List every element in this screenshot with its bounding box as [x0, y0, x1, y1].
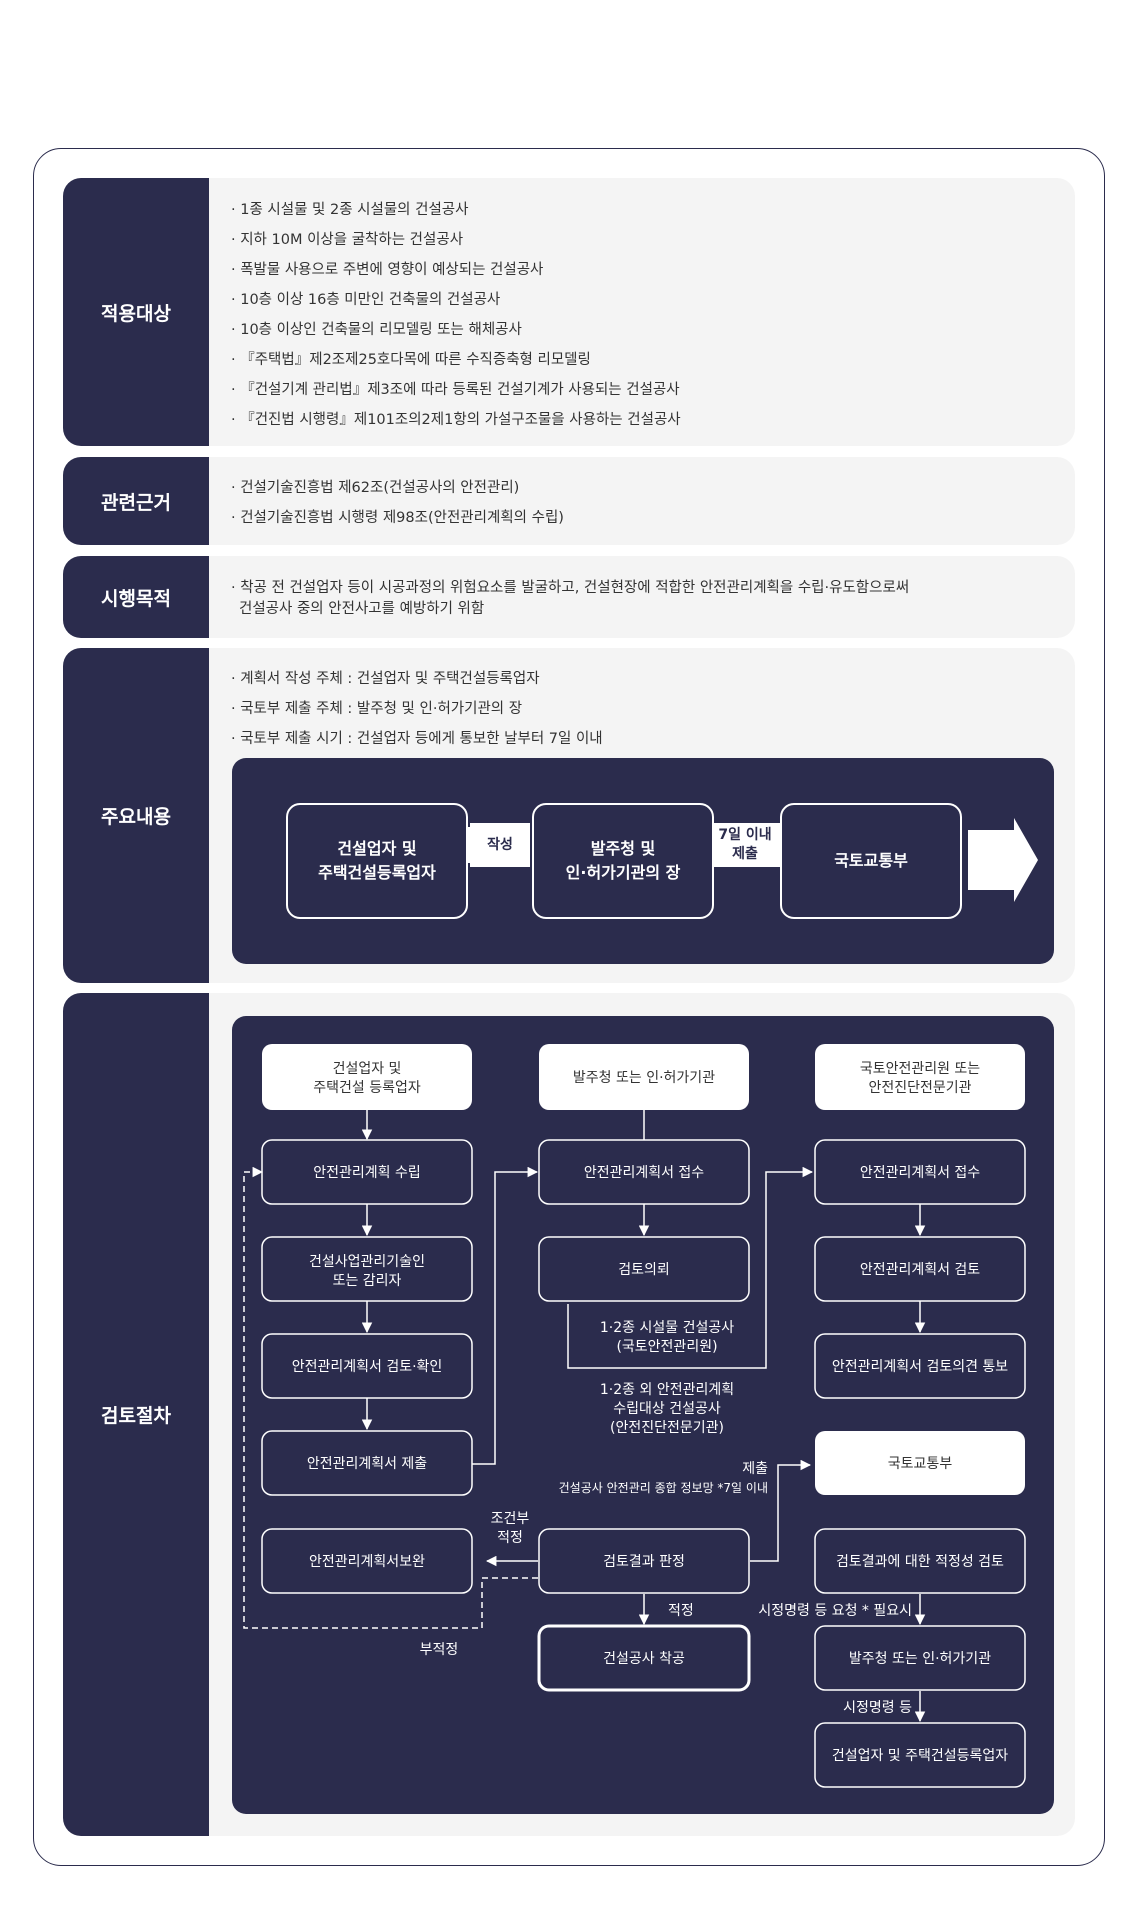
list-item: · 1종 시설물 및 2종 시설물의 건설공사 [231, 202, 469, 218]
label-conditional-l1: 조건부 [491, 1511, 530, 1527]
label-route-2-l2: 수립대상 건설공사 [613, 1401, 721, 1417]
label-proper: 적정 [668, 1603, 694, 1619]
section-basis: 관련근거 · 건설기술진흥법 제62조(건설공사의 안전관리) · 건설기술진흥… [63, 457, 1075, 545]
flow-big-arrow-icon [968, 818, 1038, 902]
section-target: 적용대상 · 1종 시설물 및 2종 시설물의 건설공사 · 지하 10M 이상… [63, 178, 1075, 446]
connectors [243, 1110, 926, 1723]
section-content-title: 주요내용 [63, 648, 209, 983]
page-frame [33, 148, 1105, 1866]
box-adequacy-review: 검토결과에 대한 적정성 검토 [836, 1554, 1004, 1570]
list-item: · 계획서 작성 주체 : 건설업자 및 주택건설등록업자 [231, 671, 540, 687]
label-order-request: 시정명령 등 요청 * 필요시 [758, 1603, 912, 1619]
box-inspector-header-l1: 국토안전관리원 또는 [860, 1061, 980, 1077]
list-item: · 10층 이상 16층 미만인 건축물의 건설공사 [231, 292, 501, 308]
section-purpose-body: · 착공 전 건설업자 등이 시공과정의 위험요소를 발굴하고, 건설현장에 적… [231, 556, 1055, 638]
section-basis-title: 관련근거 [63, 457, 209, 545]
list-item: · 『건설기계 관리법』제3조에 따라 등록된 건설기계가 사용되는 건설공사 [231, 382, 680, 398]
box-plan-supplement: 안전관리계획서보완 [309, 1554, 425, 1570]
flow-box-ministry-label: 국토교통부 [834, 851, 908, 870]
box-plan-submit: 안전관리계획서 제출 [307, 1456, 427, 1472]
flow-box-orderer-line-2: 인·허가기관의 장 [565, 863, 681, 882]
list-item: · 국토부 제출 주체 : 발주청 및 인·허가기관의 장 [231, 701, 523, 717]
box-plan-review-confirm: 안전관리계획서 검토·확인 [292, 1359, 443, 1375]
box-orderer-2: 발주청 또는 인·허가기관 [849, 1651, 991, 1667]
review-flow-panel: 건설업자 및 주택건설 등록업자 발주청 또는 인·허가기관 국토안전관리원 또… [232, 1016, 1054, 1814]
list-item: · 건설기술진흥법 제62조(건설공사의 안전관리) [231, 480, 520, 496]
box-plan-review: 안전관리계획서 검토 [860, 1262, 980, 1278]
section-review-title: 검토절차 [63, 993, 209, 1836]
review-boxes [261, 1044, 1026, 1788]
section-content-list: · 계획서 작성 주체 : 건설업자 및 주택건설등록업자 · 국토부 제출 주… [231, 648, 1055, 983]
box-contractor-header-l2: 주택건설 등록업자 [313, 1080, 421, 1096]
flow-box-orderer-line-1: 발주청 및 [590, 839, 656, 858]
flow-arrow-submit-label-1: 7일 이내 [718, 827, 772, 843]
label-route-1-l2: (국토안전관리원) [616, 1339, 717, 1355]
label-submit-note: 건설공사 안전관리 종합 정보망 *7일 이내 [559, 1481, 768, 1495]
label-improper: 부적정 [420, 1642, 459, 1658]
list-item: · 지하 10M 이상을 굴착하는 건설공사 [231, 232, 464, 248]
label-submit: 제출 [742, 1461, 768, 1477]
purpose-line-1: · 착공 전 건설업자 등이 시공과정의 위험요소를 발굴하고, 건설현장에 적… [231, 580, 910, 596]
section-target-title: 적용대상 [63, 178, 209, 446]
box-supervisor-l2: 또는 감리자 [333, 1273, 402, 1289]
box-inspector-header-l2: 안전진단전문기관 [868, 1080, 971, 1096]
box-review-notice: 안전관리계획서 검토의견 통보 [832, 1359, 1008, 1375]
flow-box-ministry: 국토교통부 [780, 803, 962, 919]
section-purpose: 시행목적 · 착공 전 건설업자 등이 시공과정의 위험요소를 발굴하고, 건설… [63, 556, 1075, 638]
list-item: · 『건진법 시행령』제101조의2제1항의 가설구조물을 사용하는 건설공사 [231, 412, 681, 428]
box-review-request: 검토의뢰 [618, 1262, 670, 1278]
section-purpose-title: 시행목적 [63, 556, 209, 638]
box-plan-receive: 안전관리계획서 접수 [584, 1165, 704, 1181]
box-ministry: 국토교통부 [888, 1456, 953, 1472]
flow-arrow-submit-label-2: 제출 [732, 846, 758, 862]
section-basis-list: · 건설기술진흥법 제62조(건설공사의 안전관리) · 건설기술진흥법 시행령… [231, 457, 1055, 545]
list-item: · 10층 이상인 건축물의 리모델링 또는 해체공사 [231, 322, 522, 338]
box-construction-start: 건설공사 착공 [603, 1651, 685, 1667]
section-target-list: · 1종 시설물 및 2종 시설물의 건설공사 · 지하 10M 이상을 굴착하… [231, 178, 1055, 446]
label-route-1-l1: 1·2종 시설물 건설공사 [600, 1320, 734, 1336]
list-item: · 폭발물 사용으로 주변에 영향이 예상되는 건설공사 [231, 262, 544, 278]
purpose-text: · 착공 전 건설업자 등이 시공과정의 위험요소를 발굴하고, 건설현장에 적… [231, 578, 909, 620]
box-contractor-2: 건설업자 및 주택건설등록업자 [832, 1748, 1008, 1764]
purpose-line-2: 건설공사 중의 안전사고를 예방하기 위함 [239, 601, 485, 617]
label-route-2-l1: 1·2종 외 안전관리계획 [600, 1382, 734, 1398]
box-supervisor-l1: 건설사업관리기술인 [309, 1254, 425, 1270]
box-contractor-header-l1: 건설업자 및 [333, 1061, 402, 1077]
list-item: · 국토부 제출 시기 : 건설업자 등에게 통보한 날부터 7일 이내 [231, 731, 603, 747]
box-plan-receive-2: 안전관리계획서 접수 [860, 1165, 980, 1181]
flow-arrow-write-label: 작성 [470, 823, 530, 867]
flow-box-contractor-line-2: 주택건설등록업자 [318, 863, 436, 882]
label-route-2-l3: (안전진단전문기관) [610, 1420, 724, 1436]
flow-box-contractor-line-1: 건설업자 및 [337, 839, 417, 858]
list-item: · 『주택법』제2조제25호다목에 따른 수직증축형 리모델링 [231, 352, 591, 368]
list-item: · 건설기술진흥법 시행령 제98조(안전관리계획의 수립) [231, 510, 564, 526]
label-conditional-l2: 적정 [497, 1530, 523, 1546]
box-plan-establish: 안전관리계획 수립 [313, 1165, 421, 1181]
review-flowchart: 건설업자 및 주택건설 등록업자 발주청 또는 인·허가기관 국토안전관리원 또… [243, 1044, 1026, 1788]
label-order: 시정명령 등 [843, 1700, 912, 1716]
box-review-decision: 검토결과 판정 [603, 1554, 685, 1570]
box-orderer-header: 발주청 또는 인·허가기관 [573, 1070, 715, 1086]
